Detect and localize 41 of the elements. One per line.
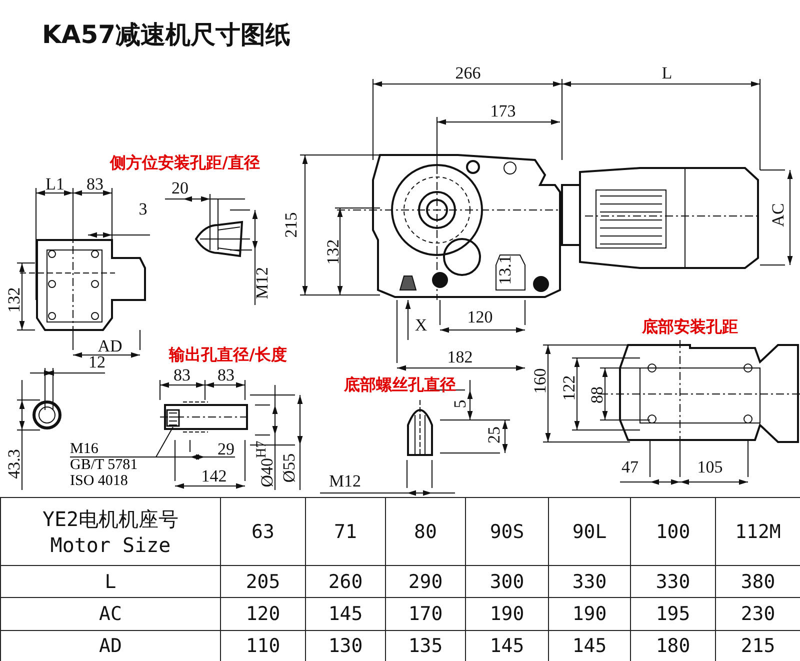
dimension-label: 20	[172, 180, 188, 196]
dimension-label: X	[414, 316, 428, 334]
dimension-label: M12	[254, 266, 270, 300]
dimension-label: 29	[218, 440, 234, 458]
dimension-label: 13.1	[496, 255, 514, 285]
dimension-label: L1	[46, 176, 64, 192]
dimension-label: 215	[282, 212, 300, 238]
dimension-label: Ø55	[280, 453, 298, 483]
dimension-label: M12	[328, 472, 362, 490]
dimension-label: 83	[86, 176, 104, 192]
note: 侧方位安装孔距/直径	[110, 155, 260, 171]
dimension-label: 105	[697, 458, 723, 476]
leader-line	[70, 426, 174, 458]
dimension-label: 47	[622, 458, 638, 476]
dimension-label: 132	[324, 239, 342, 265]
dimension-label: 3	[138, 200, 148, 218]
dimension-label: 132	[6, 287, 22, 313]
dimension-label: 142	[201, 468, 227, 484]
dimension-label: 122	[560, 375, 578, 401]
dimension-label: 182	[447, 348, 473, 366]
bolt-spec-text: M16 GB/T 5781 ISO 4018	[70, 441, 156, 489]
dimension-label: 83	[218, 366, 234, 384]
table-cell: YE2电机机座号 Motor Size	[0, 497, 221, 566]
dimension-label: 266	[455, 64, 481, 82]
dimension-label: 120	[467, 308, 493, 326]
dimension-label: AC	[770, 203, 786, 227]
title: KA57减速机尺寸图纸	[42, 19, 291, 51]
dimension-label: 12	[88, 354, 106, 370]
dimension-label: 43.3	[6, 449, 22, 479]
dimension-label: 83	[174, 366, 190, 384]
dimension-label: 88	[588, 386, 606, 404]
dimension-label: 160	[532, 368, 548, 394]
note: 底部螺丝孔直径	[344, 377, 456, 393]
note: 底部安装孔距	[642, 319, 738, 335]
note: 输出孔直径/长度	[169, 347, 287, 363]
dimension-label: L	[662, 64, 672, 82]
dimension-label: 25	[486, 426, 502, 444]
dimension-label: 5	[452, 400, 468, 408]
bolt-head	[166, 409, 180, 427]
dimension-label: AD	[98, 338, 122, 354]
dimension-label: 173	[490, 102, 516, 120]
